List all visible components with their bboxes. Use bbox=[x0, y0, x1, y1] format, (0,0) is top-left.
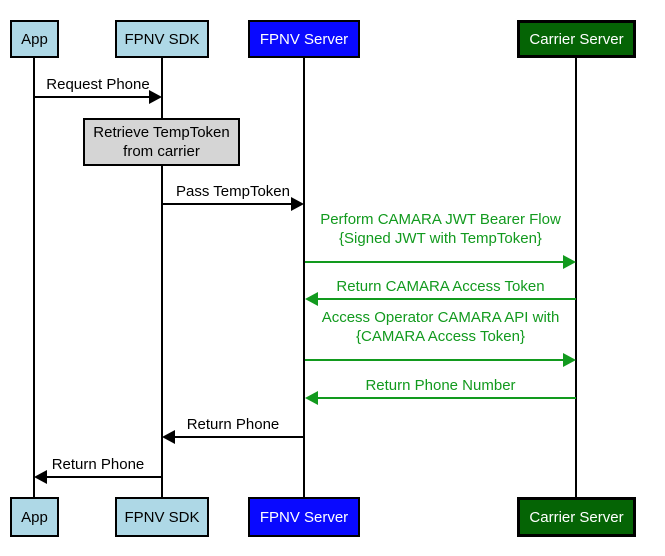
arrow-shaft bbox=[305, 359, 566, 361]
message-return-access-token-arrow bbox=[305, 292, 576, 306]
arrow-shaft bbox=[34, 96, 152, 98]
arrowhead-left-icon bbox=[162, 430, 175, 444]
arrowhead-right-icon bbox=[149, 90, 162, 104]
actor-carrier-server-bottom: Carrier Server bbox=[517, 497, 636, 537]
actor-carrier-server-label: Carrier Server bbox=[529, 508, 624, 526]
lifeline-app bbox=[33, 58, 35, 498]
arrowhead-left-icon bbox=[34, 470, 47, 484]
arrow-shaft bbox=[44, 476, 162, 478]
message-jwt-bearer-flow-line1: Perform CAMARA JWT Bearer Flow bbox=[320, 211, 561, 228]
message-request-phone-arrow bbox=[34, 90, 162, 104]
lifeline-carrier-server bbox=[575, 58, 577, 498]
arrowhead-right-icon bbox=[563, 353, 576, 367]
lifeline-fpnv-sdk bbox=[161, 58, 163, 498]
message-return-phone-to-sdk-label: Return Phone bbox=[186, 416, 280, 433]
note-line1: Retrieve TempToken bbox=[93, 124, 230, 141]
message-return-phone-number-label: Return Phone Number bbox=[365, 377, 516, 394]
message-access-operator-api-arrow bbox=[305, 353, 576, 367]
actor-carrier-server-top: Carrier Server bbox=[517, 20, 636, 58]
message-access-operator-api-line1: Access Operator CAMARA API with bbox=[321, 309, 560, 326]
arrowhead-right-icon bbox=[563, 255, 576, 269]
note-retrieve-temptoken: Retrieve TempToken from carrier bbox=[83, 118, 240, 166]
actor-fpnv-server-bottom: FPNV Server bbox=[248, 497, 360, 537]
message-access-operator-api-line2: {CAMARA Access Token} bbox=[356, 328, 525, 345]
message-return-phone-to-sdk-arrow bbox=[162, 430, 304, 444]
actor-fpnv-sdk-label: FPNV SDK bbox=[124, 30, 200, 48]
arrow-shaft bbox=[305, 261, 566, 263]
actor-fpnv-server-label: FPNV Server bbox=[259, 30, 349, 48]
note-line2: from carrier bbox=[123, 143, 200, 160]
message-request-phone-label: Request Phone bbox=[46, 76, 150, 93]
arrow-shaft bbox=[315, 397, 576, 399]
actor-fpnv-sdk-top: FPNV SDK bbox=[115, 20, 209, 58]
actor-app-label: App bbox=[21, 30, 48, 48]
message-pass-temptoken-arrow bbox=[162, 197, 304, 211]
message-jwt-bearer-flow-line2: {Signed JWT with TempToken} bbox=[339, 230, 542, 247]
arrowhead-right-icon bbox=[291, 197, 304, 211]
actor-fpnv-sdk-label: FPNV SDK bbox=[124, 508, 200, 526]
message-return-access-token-label: Return CAMARA Access Token bbox=[336, 278, 545, 295]
arrow-shaft bbox=[162, 203, 294, 205]
message-return-phone-to-app-arrow bbox=[34, 470, 162, 484]
arrow-shaft bbox=[172, 436, 304, 438]
actor-fpnv-server-label: FPNV Server bbox=[259, 508, 349, 526]
arrowhead-left-icon bbox=[305, 391, 318, 405]
actor-app-bottom: App bbox=[10, 497, 59, 537]
actor-app-label: App bbox=[21, 508, 48, 526]
message-access-operator-api-label: Access Operator CAMARA API with {CAMARA … bbox=[305, 308, 576, 346]
message-jwt-bearer-flow-label: Perform CAMARA JWT Bearer Flow {Signed J… bbox=[305, 210, 576, 248]
message-return-phone-to-app-label: Return Phone bbox=[51, 456, 145, 473]
actor-carrier-server-label: Carrier Server bbox=[529, 30, 624, 48]
message-return-phone-number-arrow bbox=[305, 391, 576, 405]
actor-fpnv-server-top: FPNV Server bbox=[248, 20, 360, 58]
actor-app-top: App bbox=[10, 20, 59, 58]
message-jwt-bearer-flow-arrow bbox=[305, 255, 576, 269]
arrow-shaft bbox=[315, 298, 576, 300]
arrowhead-left-icon bbox=[305, 292, 318, 306]
actor-fpnv-sdk-bottom: FPNV SDK bbox=[115, 497, 209, 537]
message-pass-temptoken-label: Pass TempToken bbox=[176, 183, 290, 200]
lifeline-fpnv-server bbox=[303, 58, 305, 498]
